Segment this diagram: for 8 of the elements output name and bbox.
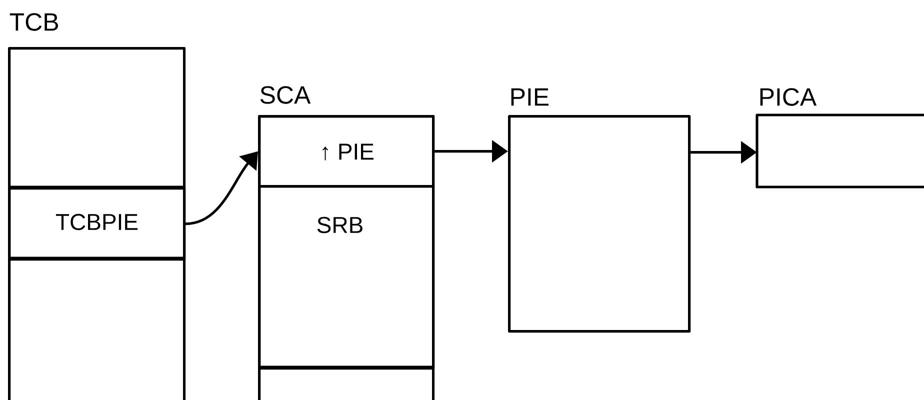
node-label: TCB — [10, 13, 58, 31]
field-cell: ↑ PIE — [258, 115, 435, 188]
node-label: SCA — [260, 86, 311, 104]
node-label: PIE — [511, 88, 549, 106]
field-cell: TCBPIE — [8, 187, 186, 261]
memory-block: PIE — [508, 88, 691, 333]
field-cell: SRB — [258, 185, 435, 370]
memory-block: PICA — [756, 88, 924, 188]
